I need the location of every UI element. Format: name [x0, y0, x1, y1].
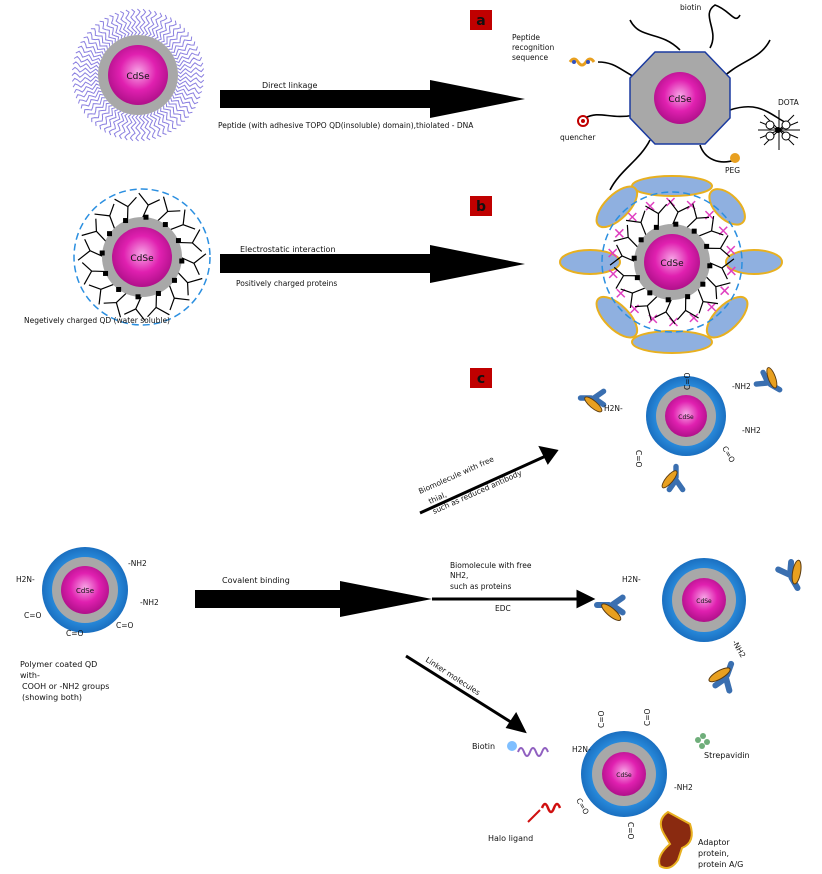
protein-qd: CdSe	[594, 558, 802, 694]
label-peptide-1: Peptide	[512, 33, 540, 42]
qd-a-product-core-label: CdSe	[668, 95, 692, 105]
bot-group-6: C=O	[574, 797, 591, 817]
edc-label: EDC	[495, 604, 511, 613]
badge-c-label: c	[477, 371, 485, 387]
polymer-coated-qd: CdSe	[42, 547, 128, 633]
badge-b	[470, 196, 492, 216]
badge-b-label: b	[476, 199, 486, 215]
functionalized-qd: CdSe	[568, 4, 800, 191]
arrow-a	[220, 80, 525, 118]
arrow-b-bottom-label: Positively charged proteins	[236, 279, 337, 288]
top-group-3: H2N-	[604, 404, 623, 413]
label-peg: PEG	[725, 166, 740, 175]
qd-c-top-core-label: CdSe	[678, 414, 694, 421]
label-adaptor-1: Adaptor	[698, 838, 730, 847]
badge-a-label: a	[476, 13, 485, 29]
qd-c-group-1: -NH2	[128, 559, 147, 568]
arrow-c-linker	[405, 654, 527, 734]
arrow-c-covalent-label: Covalent binding	[222, 576, 290, 585]
nh2-label-3: such as proteins	[450, 582, 511, 591]
qd-c-group-4: C=O	[66, 629, 84, 638]
label-halo: Halo ligand	[488, 834, 533, 843]
antibody-qd: CdSe	[577, 367, 783, 493]
arrow-a-bottom-label: Peptide (with adhesive TOPO QD(insoluble…	[218, 121, 474, 130]
caption-b: Negetively charged QD (water soluble)	[24, 316, 170, 325]
label-dota: DOTA	[778, 98, 800, 107]
label-peptide-2: recognition	[512, 43, 554, 52]
qd-a-core-label: CdSe	[126, 72, 150, 82]
mid-group-2: -NH2	[730, 639, 747, 660]
qd-c-group-3: C=O	[116, 621, 134, 630]
qd-c-bot-core-label: CdSe	[616, 772, 632, 779]
caption-c-2: with-	[20, 671, 40, 680]
qd-b-core-label: CdSe	[130, 254, 154, 264]
top-group-1: -NH2	[732, 382, 751, 391]
arrow-b-top-label: Electrostatic interaction	[240, 245, 336, 254]
negatively-charged-qd: CdSe	[73, 188, 211, 326]
caption-c-3: COOH or -NH2 groups	[22, 682, 109, 691]
panel-c: c CdSe -NH2 -NH2 C=O C=O H2N- C=O Polyme…	[16, 367, 802, 869]
panel-b: CdSe Negetively charged QD (water solubl…	[24, 175, 783, 354]
qd-c-mid-core-label: CdSe	[696, 598, 712, 605]
caption-c-4: (showing both)	[22, 693, 82, 702]
arrow-b	[220, 245, 525, 283]
linker-qd: CdSe	[507, 731, 710, 869]
topo-coated-qd: CdSe	[71, 8, 205, 142]
badge-c	[470, 368, 492, 388]
arrow-a-top-label: Direct linkage	[262, 81, 317, 90]
caption-c-1: Polymer coated QD	[20, 660, 97, 669]
qd-c-group-2: -NH2	[140, 598, 159, 607]
top-group-6: C=O	[720, 445, 737, 465]
bot-group-1: -NH2	[674, 783, 693, 792]
protein-coated-qd: CdSe	[559, 175, 783, 354]
nh2-label-2: NH2,	[450, 571, 468, 580]
bot-group-5: C=O	[626, 822, 635, 840]
qd-b-product-core-label: CdSe	[660, 259, 684, 269]
label-adaptor-2: protein,	[698, 849, 729, 858]
bot-group-2: H2N-	[572, 745, 591, 754]
qd-c-core-label: CdSe	[76, 587, 94, 595]
label-quencher: quencher	[560, 133, 596, 142]
panel-a: CdSe Direct linkage Peptide (with adhesi…	[71, 3, 800, 191]
nh2-label-1: Biomolecule with free	[450, 561, 532, 570]
arrow-c-thiol	[419, 445, 559, 515]
qd-c-group-6: C=O	[24, 611, 42, 620]
top-group-4: C=O	[683, 372, 692, 390]
bot-group-4: C=O	[643, 708, 652, 726]
label-biotin-c: Biotin	[472, 742, 495, 751]
arrow-c-nh2	[432, 589, 596, 609]
label-peptide-3: sequence	[512, 53, 549, 62]
bot-group-3: C=O	[597, 710, 606, 728]
top-group-5: C=O	[634, 450, 643, 468]
mid-group-1: H2N-	[622, 575, 641, 584]
linker-label: Linker molecules	[424, 655, 482, 697]
label-biotin-a: biotin	[680, 3, 701, 12]
qd-c-group-5: H2N-	[16, 575, 35, 584]
badge-a	[470, 10, 492, 30]
label-adaptor-3: protein A/G	[698, 860, 743, 869]
label-strepavidin: Strepavidin	[704, 751, 750, 760]
arrow-c-covalent	[195, 581, 432, 617]
top-group-2: -NH2	[742, 426, 761, 435]
